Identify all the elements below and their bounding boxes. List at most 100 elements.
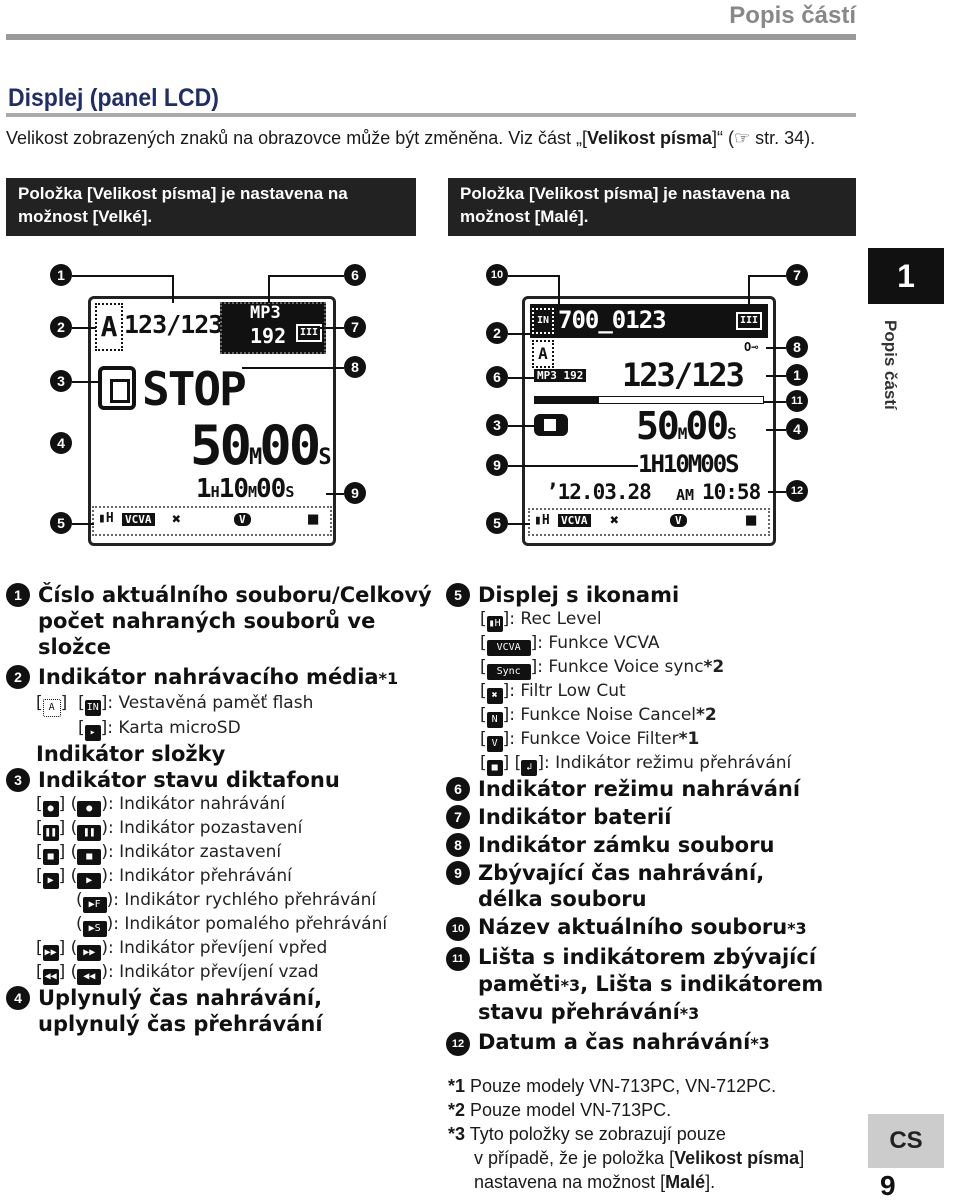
leader-line [766,429,786,431]
elapsed-time: 50M00S [190,414,332,477]
footnote-1: *1 Pouze modely VN-713PC, VN-712PC. [448,1076,777,1096]
section-rule [6,113,856,117]
play-icon: ▶ [42,873,59,889]
callout-2: 2 [50,316,72,338]
file-name-bar: IN 700_0123 III [530,304,768,338]
intro-text: Velikost zobrazených znaků na obrazovce … [6,128,816,148]
leader-line [268,275,344,277]
leader-line [268,275,270,303]
leader-line [508,333,532,335]
rec-level-icon: ▮H [534,513,550,528]
footnote-3-line-3: nastavena na možnost [Malé]. [474,1172,716,1192]
banner-large: Položka [Velikost písma] je nastavena na… [6,178,416,236]
intro-link: Velikost písma [586,128,713,148]
callout-5b: 5 [486,512,508,534]
callout-5: 5 [50,512,72,534]
leader-line [508,465,638,467]
callout-7b: 7 [786,264,808,286]
callout-8b: 8 [786,336,808,358]
folder-icon: ■ [308,509,319,529]
status-text: STOP [142,362,247,416]
callout-1b: 1 [786,364,808,386]
voice-filter-icon: V [486,736,503,752]
leader-line [748,275,750,305]
memory-progress-bar [534,396,764,404]
stop-icon: ■ [77,849,102,865]
icon-row: [■] [↲]: Indikátor režimu přehrávání [446,752,856,776]
item-2-line-1: [A] [IN]: Vestavěná paměť flash [6,692,436,717]
recording-ampm: AM [676,486,695,504]
leader-line [318,327,344,329]
folder-indicator-label: Indikátor složky [36,742,226,766]
leader-line [72,327,96,329]
pause-icon: ❚❚ [42,825,59,841]
leader-line [326,493,344,495]
lock-icon: O⊸ [744,340,759,354]
leader-line [508,425,534,427]
folder-icon: ■ [746,510,757,530]
icon-row: [V]: Funkce Voice Filter*1 [446,728,856,752]
footnote-3-line-2: v případě, že je položka [Velikost písma… [474,1148,805,1168]
voice-filter-icon: V [670,514,687,527]
sd-card-icon: ▸ [84,725,101,741]
lowcut-filter-icon: ✖ [172,510,182,528]
battery-icon: III [296,324,322,342]
stop-icon: ■ [42,849,59,865]
media-indicator: A [95,303,123,351]
fast-play-icon: ▶F [82,897,107,913]
vcva-icon: VCVA [558,514,591,527]
header-rule [6,34,856,40]
remaining-time: 1H10M00S [638,450,740,478]
callout-10: 10 [486,264,508,286]
leader-line [508,377,534,379]
footnote-3: *3 Tyto položky se zobrazují pouze [448,1124,726,1144]
file-counter: 123/123 [622,356,745,394]
leader-line [766,375,786,377]
leader-line [766,347,786,349]
callout-1: 1 [50,264,72,286]
leader-line [764,401,786,403]
file-counter: 123/123 [124,310,223,339]
callout-9: 9 [344,482,366,504]
icon-row: [▮H]: Rec Level [446,608,856,632]
memory-progress-fill [535,397,599,403]
folder-play-icon: ■ [486,760,503,776]
status-row: [●] (●): Indikátor nahrávání [6,793,436,817]
file-name: 700_0123 [558,306,667,334]
callout-3b: 3 [486,414,508,436]
status-row: [◀◀] (◀◀): Indikátor převíjení vzad [6,961,436,985]
callout-4: 4 [50,432,72,454]
icon-row: [Sync]: Funkce Voice sync*2 [446,656,856,680]
fast-forward-icon: ▶▶ [42,945,59,961]
leader-line [72,381,98,383]
leader-line [242,367,344,369]
leader-line [72,523,94,525]
leader-line [508,523,530,525]
media-in-icon: IN [84,700,101,716]
voice-sync-icon: Sync [486,664,531,680]
media-in-indicator: IN [532,308,554,334]
leader-line [172,275,174,303]
status-row: [■] (■): Indikátor zastavení [6,841,436,865]
rec-mode-indicator: MP3 192 III [220,302,326,354]
remaining-time: 1H10M00S [196,474,294,504]
callout-12: 12 [786,480,808,502]
leader-line [72,275,172,277]
stop-status-icon [98,366,136,410]
status-row: (▶F): Indikátor rychlého přehrávání [6,889,436,913]
leader-line [748,275,786,277]
rec-level-icon: ▮H [486,616,503,632]
leader-line [558,275,560,305]
recording-date: ’12.03.28 [546,480,652,504]
lowcut-filter-icon: ✖ [486,688,503,704]
callout-6: 6 [344,264,366,286]
elapsed-time: 50M00S [636,404,737,448]
page-header-title: Popis částí [729,2,856,29]
